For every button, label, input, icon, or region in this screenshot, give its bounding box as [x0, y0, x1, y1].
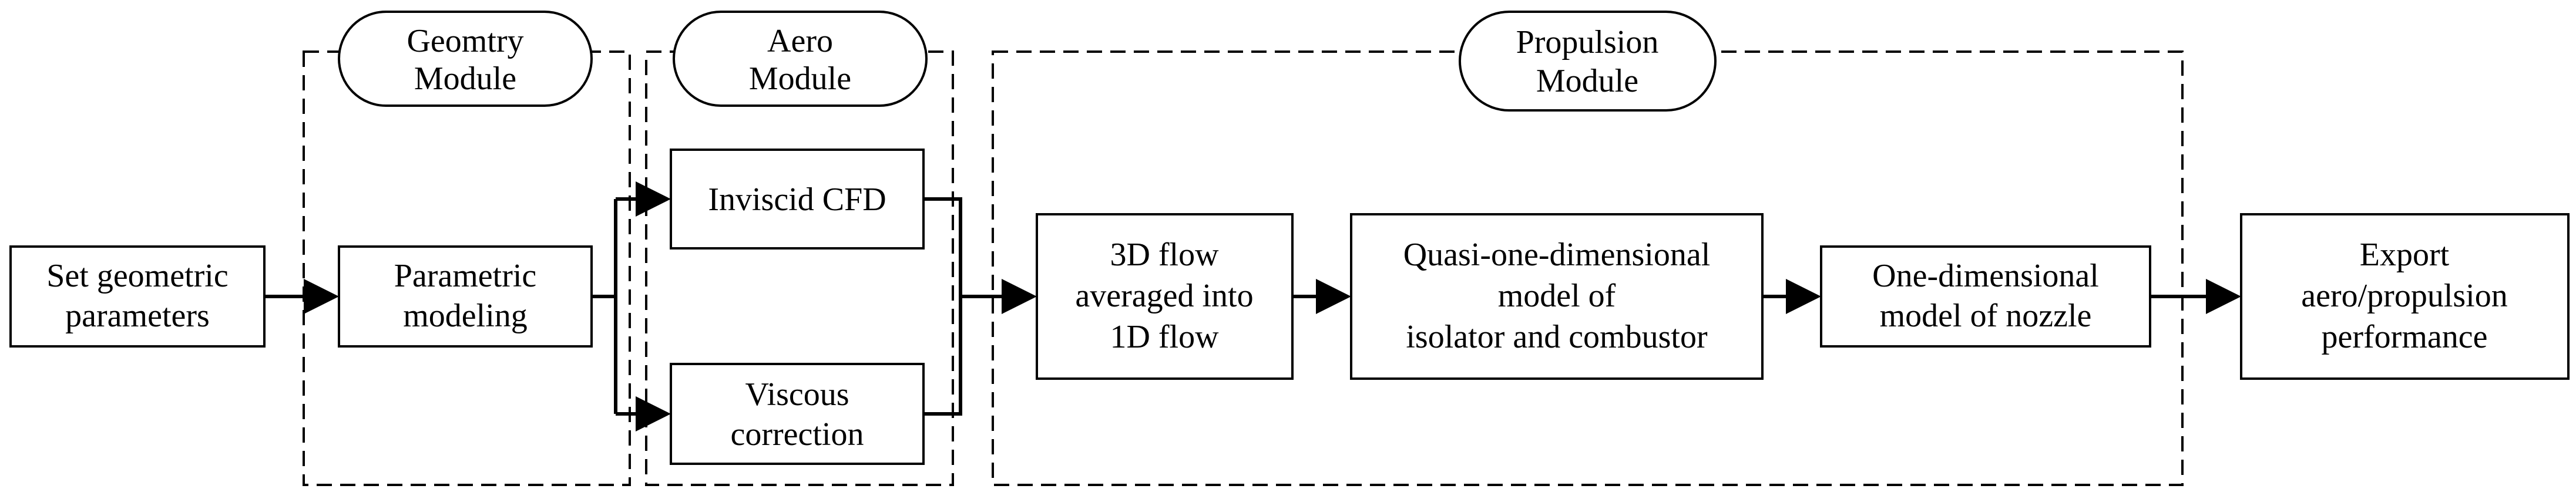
nozzle-model-line1: One-dimensional — [1872, 258, 2099, 294]
set-parameters-line1: Set geometric — [46, 258, 228, 294]
flow-averaging-line2: averaged into — [1075, 278, 1253, 314]
quasi-1d-model-line1: Quasi-one-dimensional — [1403, 237, 1711, 273]
propulsion-module-title-line1: Propulsion — [1516, 24, 1659, 60]
geometry-module-container: Geomtry Module — [303, 11, 631, 486]
quasi-1d-model-line2: model of — [1498, 278, 1616, 314]
parametric-modeling-line2: modeling — [403, 298, 528, 334]
propulsion-module-title-line2: Module — [1536, 63, 1638, 99]
flow-averaging-box: 3D flow averaged into 1D flow — [1036, 213, 1294, 380]
geometry-module-title-line2: Module — [414, 60, 516, 97]
nozzle-model-line2: model of nozzle — [1880, 298, 2092, 334]
propulsion-module-title-pill — [1459, 11, 1717, 112]
inviscid-cfd-label: Inviscid CFD — [708, 181, 886, 218]
quasi-1d-model-line3: isolator and combustor — [1406, 319, 1708, 355]
viscous-correction-box: Viscous correction — [670, 363, 925, 465]
export-performance-line2: aero/propulsion — [2301, 278, 2507, 314]
export-performance-line1: Export — [2360, 237, 2450, 273]
viscous-correction-line2: correction — [731, 416, 864, 453]
parametric-modeling-box: Parametric modeling — [338, 245, 593, 348]
connector-viscous-merge — [923, 296, 962, 416]
parametric-modeling-line1: Parametric — [394, 258, 537, 294]
aero-module-title-line2: Module — [749, 60, 851, 97]
aero-module-container: Aero Module — [645, 11, 954, 486]
aero-module-title-line1: Aero — [767, 23, 833, 59]
viscous-correction-line1: Viscous — [745, 376, 849, 413]
set-parameters-box: Set geometric parameters — [9, 245, 266, 348]
connectors — [264, 181, 2241, 431]
aero-module-title-pill — [673, 11, 928, 107]
geometry-module-title-line1: Geomtry — [407, 23, 523, 59]
geometry-module-title-pill — [338, 11, 593, 107]
export-performance-line3: performance — [2322, 319, 2488, 355]
propulsion-module-container: Propulsion Module — [992, 11, 2184, 486]
export-performance-box: Export aero/propulsion performance — [2240, 213, 2570, 380]
flow-averaging-line3: 1D flow — [1110, 319, 1219, 355]
flow-averaging-line1: 3D flow — [1110, 237, 1219, 273]
set-parameters-line2: parameters — [65, 298, 210, 334]
quasi-1d-model-box: Quasi-one-dimensional model of isolator … — [1350, 213, 1764, 380]
nozzle-model-box: One-dimensional model of nozzle — [1820, 245, 2151, 348]
connector-inviscid-merge — [923, 197, 962, 296]
inviscid-cfd-box: Inviscid CFD — [670, 149, 925, 250]
